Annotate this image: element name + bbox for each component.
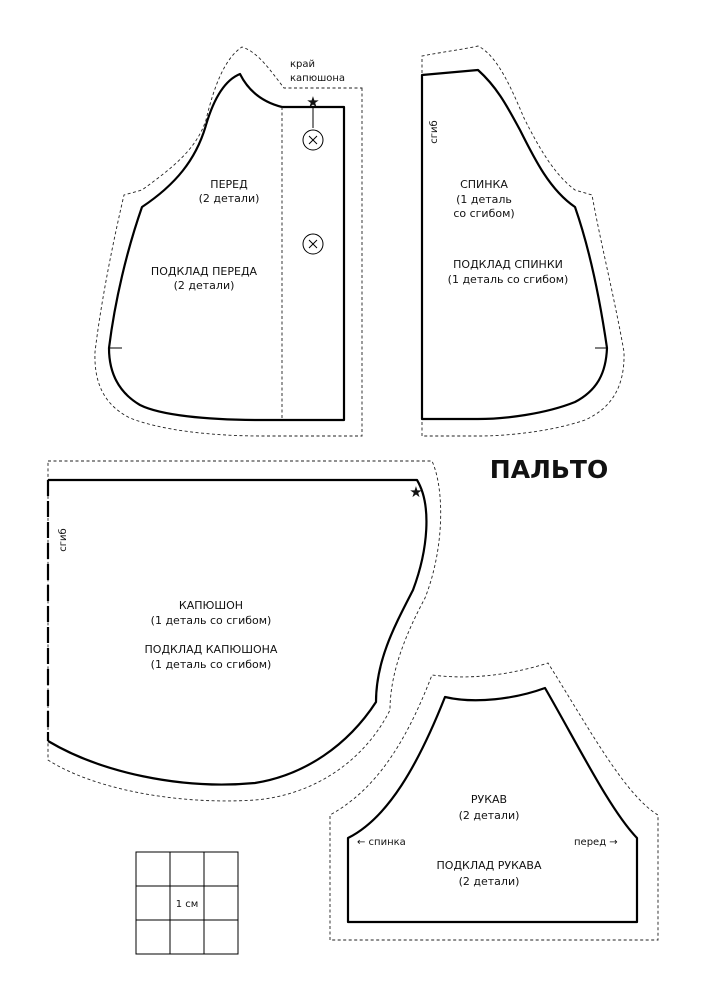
- front-count: (2 детали): [199, 192, 260, 205]
- button-mark-top: [302, 129, 324, 151]
- sleeve-lining-name: ПОДКЛАД РУКАВА: [437, 859, 542, 872]
- back-seam-allowance: [421, 45, 625, 437]
- front-outline: [107, 72, 346, 422]
- front-lining-count: (2 детали): [174, 279, 235, 292]
- sleeve-seam-allowance: [329, 662, 659, 941]
- hood-edge-label-1: край: [290, 59, 315, 70]
- front-name: ПЕРЕД: [210, 178, 248, 191]
- back-fold-label: сгиб: [429, 120, 440, 143]
- sleeve-count: (2 детали): [459, 809, 520, 822]
- back-lining-name: ПОДКЛАД СПИНКИ: [453, 258, 563, 271]
- hood-edge-label-2: капюшона: [290, 73, 345, 84]
- back-count-1: (1 деталь: [456, 193, 512, 206]
- sleeve-lining-count: (2 детали): [459, 875, 520, 888]
- button-mark-bottom: [302, 233, 324, 255]
- star-mark-hood: ★: [409, 483, 422, 501]
- back-count-2: со сгибом): [453, 207, 514, 220]
- hood-fold-label: сгиб: [58, 528, 69, 551]
- hood-name: КАПЮШОН: [179, 599, 243, 612]
- sleeve-outline: [346, 686, 639, 924]
- sleeve-piece: [329, 662, 659, 941]
- sleeve-name: РУКАВ: [471, 793, 507, 806]
- back-lining-count: (1 деталь со сгибом): [448, 273, 569, 286]
- hood-lining-name: ПОДКЛАД КАПЮШОНА: [145, 643, 278, 656]
- hood-count: (1 деталь со сгибом): [151, 614, 272, 627]
- back-name: СПИНКА: [460, 178, 508, 191]
- back-outline: [420, 68, 609, 421]
- hood-outline: [47, 478, 428, 786]
- hood-piece: [46, 460, 442, 802]
- back-piece: [420, 45, 625, 437]
- scale-grid: [135, 851, 239, 955]
- star-mark-front: ★: [306, 93, 319, 111]
- hood-seam-allowance: [47, 460, 442, 802]
- hood-lining-count: (1 деталь со сгибом): [151, 658, 272, 671]
- scale-label: 1 см: [176, 899, 199, 910]
- front-seam-allowance: [94, 46, 363, 437]
- sleeve-back-side: ← спинка: [357, 837, 406, 848]
- front-lining-name: ПОДКЛАД ПЕРЕДА: [151, 265, 258, 278]
- page-title: ПАЛЬТО: [490, 455, 608, 484]
- sleeve-front-side: перед →: [574, 837, 618, 848]
- front-piece: [94, 46, 363, 437]
